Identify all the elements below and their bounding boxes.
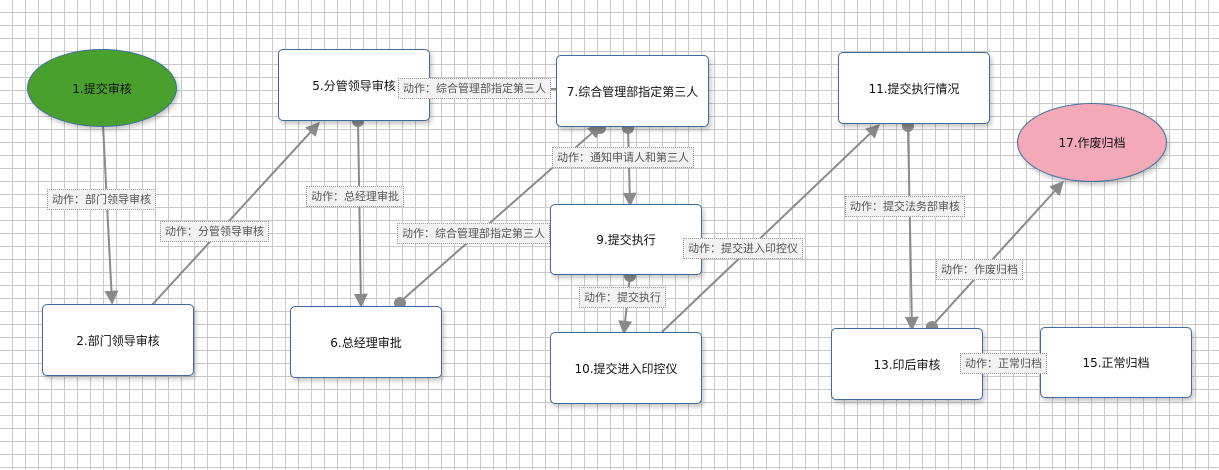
node-11-submit-execution-status[interactable]: 11.提交执行情况 [838,52,990,124]
node-13-post-seal-review[interactable]: 13.印后审核 [831,328,983,400]
node-label: 1.提交审核 [72,81,132,96]
edge-label-notify-applicant[interactable]: 动作：通知申请人和第三人 [552,147,694,168]
node-17-void-archive[interactable]: 17.作废归档 [1017,103,1167,182]
edge-label-void-archive[interactable]: 动作：作废归档 [936,259,1023,280]
edge-label-submit-seal-device[interactable]: 动作：提交进入印控仪 [683,238,803,259]
node-label: 13.印后审核 [873,357,941,372]
node-label: 10.提交进入印控仪 [574,361,678,376]
node-label: 5.分管领导审核 [312,78,396,93]
edge-label-legal-review[interactable]: 动作：提交法务部审核 [845,196,965,217]
node-6-gm-approval[interactable]: 6.总经理审批 [290,306,442,378]
edge-label-assign-third-party-a[interactable]: 动作：综合管理部指定第三人 [397,223,550,244]
node-label: 2.部门领导审核 [76,333,160,348]
node-label: 9.提交执行 [596,233,656,247]
node-label: 6.总经理审批 [330,335,402,350]
edge-label-division-leader-review[interactable]: 动作：分管领导审核 [160,221,269,242]
node-10-submit-seal-device[interactable]: 10.提交进入印控仪 [550,332,702,404]
node-9-submit-execution[interactable]: 9.提交执行 [550,204,702,275]
edge-line-11-to-13[interactable] [904,125,919,331]
edge-line-1-to-2[interactable] [102,124,119,305]
node-2-dept-leader-review[interactable]: 2.部门领导审核 [42,304,194,376]
edge-label-submit-execution[interactable]: 动作：提交执行 [579,287,666,308]
edge-line-5-to-6[interactable] [353,120,368,308]
node-label: 17.作废归档 [1058,136,1126,150]
node-label: 7.综合管理部指定第三人 [566,84,699,99]
node-15-normal-archive[interactable]: 15.正常归档 [1040,327,1192,398]
edge-line-13-to-17[interactable] [931,180,1064,327]
edge-label-dept-leader-review[interactable]: 动作：部门领导审核 [47,189,156,210]
edge-line-10-to-11[interactable] [661,124,881,333]
node-label: 15.正常归档 [1082,356,1150,370]
node-label: 11.提交执行情况 [868,81,960,96]
edge-label-assign-third-party-b[interactable]: 动作：综合管理部指定第三人 [398,78,551,99]
edge-label-normal-archive[interactable]: 动作：正常归档 [960,353,1047,374]
edge-line-2-to-5[interactable] [151,121,320,306]
edge-label-gm-approval[interactable]: 动作：总经理审批 [306,186,404,207]
node-7-assign-third-party[interactable]: 7.综合管理部指定第三人 [556,55,709,127]
node-1-submit-review[interactable]: 1.提交审核 [27,49,177,127]
